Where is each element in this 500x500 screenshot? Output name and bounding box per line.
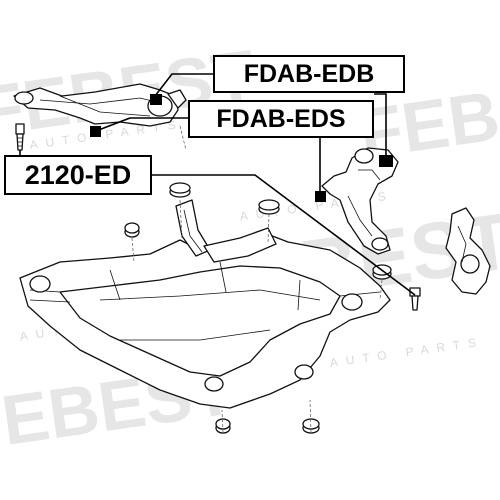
steering-knuckle bbox=[445, 207, 491, 295]
marker-eds-left bbox=[90, 126, 101, 137]
part-label-fdab-edb[interactable]: FDAB-EDB bbox=[213, 55, 405, 93]
marker-edb-right bbox=[379, 155, 393, 167]
part-label-fdab-eds[interactable]: FDAB-EDS bbox=[188, 100, 374, 138]
right-bolt bbox=[409, 287, 421, 311]
bushings bbox=[124, 182, 392, 434]
marker-eds-right bbox=[315, 191, 326, 202]
subframe bbox=[19, 199, 391, 409]
left-bolt bbox=[15, 123, 25, 151]
watermark-sub-4: AUTO PARTS bbox=[329, 334, 485, 369]
right-control-arm bbox=[321, 147, 399, 255]
marker-edb-left bbox=[150, 94, 162, 105]
part-label-2120-ed[interactable]: 2120-ED bbox=[4, 155, 152, 195]
